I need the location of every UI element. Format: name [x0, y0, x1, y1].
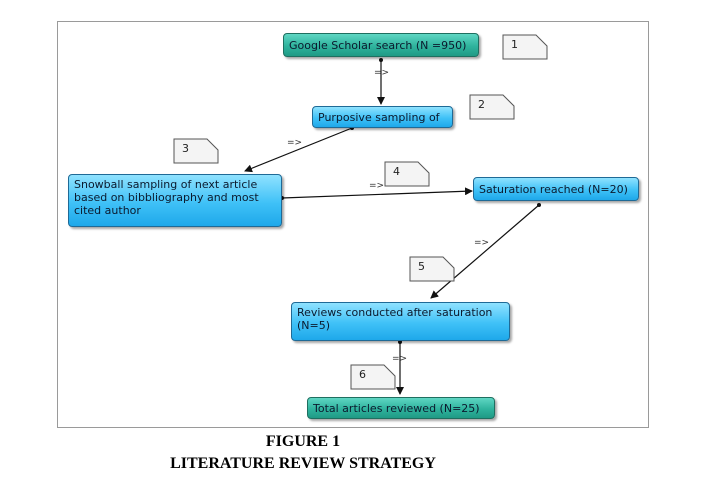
note-4: 4	[384, 161, 430, 187]
note-number: 2	[478, 98, 485, 111]
note-5: 5	[409, 256, 455, 282]
note-6: 6	[350, 364, 396, 390]
note-number: 6	[359, 368, 366, 381]
figure-caption: FIGURE 1 LITERATURE REVIEW STRATEGY	[0, 431, 606, 475]
node-total-articles-reviewed[interactable]: Total articles reviewed (N=25)	[307, 397, 495, 419]
note-number: 4	[393, 165, 400, 178]
arrow-label-5: =>	[392, 354, 408, 364]
arrow-label-2: =>	[287, 138, 303, 148]
note-shape-icon	[409, 256, 455, 282]
note-number: 5	[418, 260, 425, 273]
note-number: 1	[511, 38, 518, 51]
figure-title: LITERATURE REVIEW STRATEGY	[170, 455, 436, 472]
node-snowball-sampling[interactable]: Snowball sampling of next article based …	[68, 174, 282, 227]
note-shape-icon	[469, 94, 515, 120]
node-saturation-reached[interactable]: Saturation reached (N=20)	[473, 177, 639, 201]
node-reviews-after-saturation[interactable]: Reviews conducted after saturation (N=5)	[291, 302, 510, 341]
arrow-label-4: =>	[474, 238, 490, 248]
arrow-label-1: =>	[374, 68, 390, 78]
note-shape-icon	[173, 138, 219, 164]
note-number: 3	[182, 142, 189, 155]
arrow-label-3: =>	[369, 181, 385, 191]
note-1: 1	[502, 34, 548, 60]
note-shape-icon	[502, 34, 548, 60]
note-2: 2	[469, 94, 515, 120]
figure-number: FIGURE 1	[265, 433, 341, 450]
note-shape-icon	[384, 161, 430, 187]
note-3: 3	[173, 138, 219, 164]
node-google-scholar-search[interactable]: Google Scholar search (N =950)	[283, 33, 479, 57]
note-shape-icon	[350, 364, 396, 390]
node-purposive-sampling[interactable]: Purposive sampling of	[312, 106, 453, 128]
